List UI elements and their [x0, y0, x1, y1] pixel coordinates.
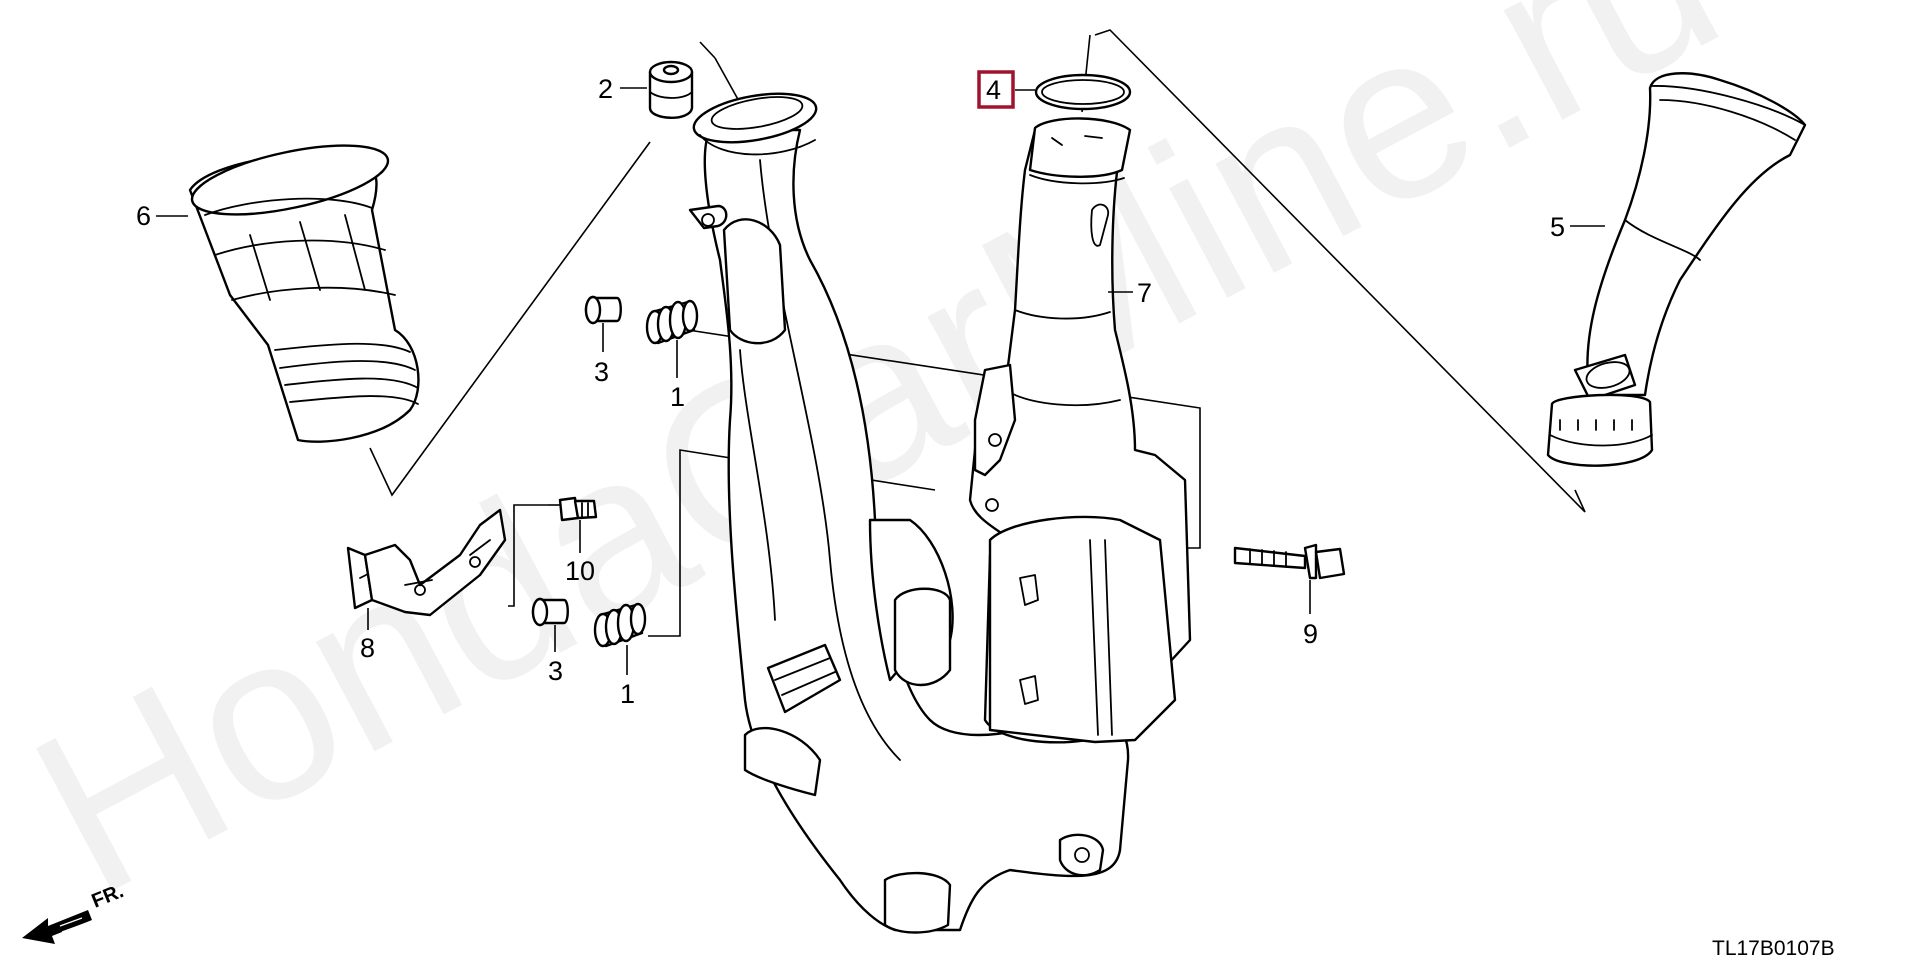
callouts: 2 6 3 1 10 8 3 1 7 9 5 4 [136, 70, 1605, 709]
rubber-mount-2 [648, 60, 694, 119]
resonator-7 [968, 117, 1192, 744]
callout-3-lower: 3 [548, 656, 563, 686]
bracket-8 [346, 508, 507, 617]
callout-3-upper: 3 [594, 357, 609, 387]
front-direction-arrow-icon [22, 910, 92, 944]
bolt-10 [558, 496, 598, 522]
callout-5: 5 [1550, 212, 1565, 242]
inlet-boot-6 [188, 144, 420, 443]
flange-bolt-9 [1233, 543, 1346, 580]
grommet-1-upper [645, 299, 699, 345]
diagram-code: TL17B0107B [1712, 937, 1835, 959]
callout-9: 9 [1303, 619, 1318, 649]
callout-4-highlight-box [977, 70, 1015, 109]
callout-7: 7 [1137, 278, 1152, 308]
callout-1-upper: 1 [670, 382, 685, 412]
grommet-1-lower [593, 602, 647, 648]
outer-duct-5 [1546, 72, 1807, 467]
o-ring-seal-4 [1034, 73, 1132, 111]
callout-10: 10 [565, 556, 595, 586]
callout-4: 4 [986, 75, 1001, 105]
callout-1-lower: 1 [620, 679, 635, 709]
callout-6: 6 [136, 201, 151, 231]
collar-3-upper [584, 295, 622, 325]
callout-8: 8 [360, 633, 375, 663]
callout-2: 2 [598, 74, 613, 104]
collar-3-lower [531, 597, 569, 627]
